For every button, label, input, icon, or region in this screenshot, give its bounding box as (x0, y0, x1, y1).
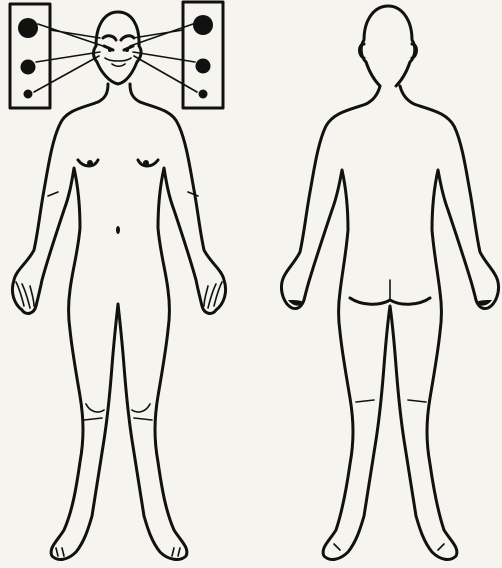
right-speaker-cone-large (193, 15, 213, 35)
right-speaker-cone-medium (196, 59, 211, 74)
back-body-outline (281, 86, 498, 559)
left-speaker-cone-small (24, 90, 33, 99)
back-head (361, 6, 415, 86)
front-figure (12, 12, 225, 559)
back-figure (281, 6, 498, 559)
front-head (94, 12, 142, 84)
right-speaker (183, 2, 223, 108)
front-body-outline (12, 84, 225, 559)
left-speaker-cone-medium (21, 60, 36, 75)
left-speaker (10, 4, 50, 108)
right-speaker-cone-small (199, 90, 208, 99)
left-speaker-cone-large (18, 18, 38, 38)
